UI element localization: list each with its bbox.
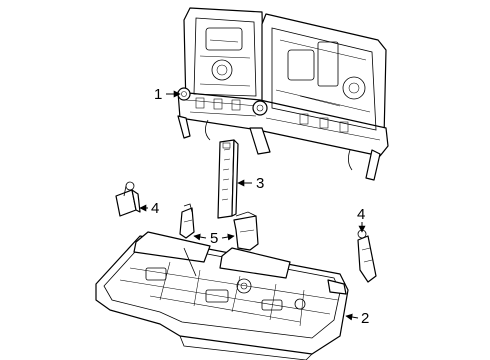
callout-label: 4 <box>357 206 365 223</box>
right-side-bracket <box>357 229 377 283</box>
vertical-bracket <box>217 139 239 219</box>
callout-5: 5 <box>193 230 235 247</box>
callout-label: 5 <box>210 230 218 247</box>
callout-4-left: 4 <box>139 200 159 217</box>
callout-3: 3 <box>237 175 264 192</box>
seat-cushion-frame <box>95 231 349 360</box>
callout-label: 3 <box>256 175 264 192</box>
callout-4-right: 4 <box>357 206 366 233</box>
callout-label: 1 <box>154 86 162 103</box>
left-hinge-bracket <box>115 181 141 217</box>
callout-1: 1 <box>154 86 181 103</box>
seat-back-frame <box>177 7 389 181</box>
callout-label: 4 <box>151 200 159 217</box>
center-clip-brackets <box>179 203 259 251</box>
callout-2: 2 <box>345 310 369 327</box>
callout-label: 2 <box>361 310 369 327</box>
